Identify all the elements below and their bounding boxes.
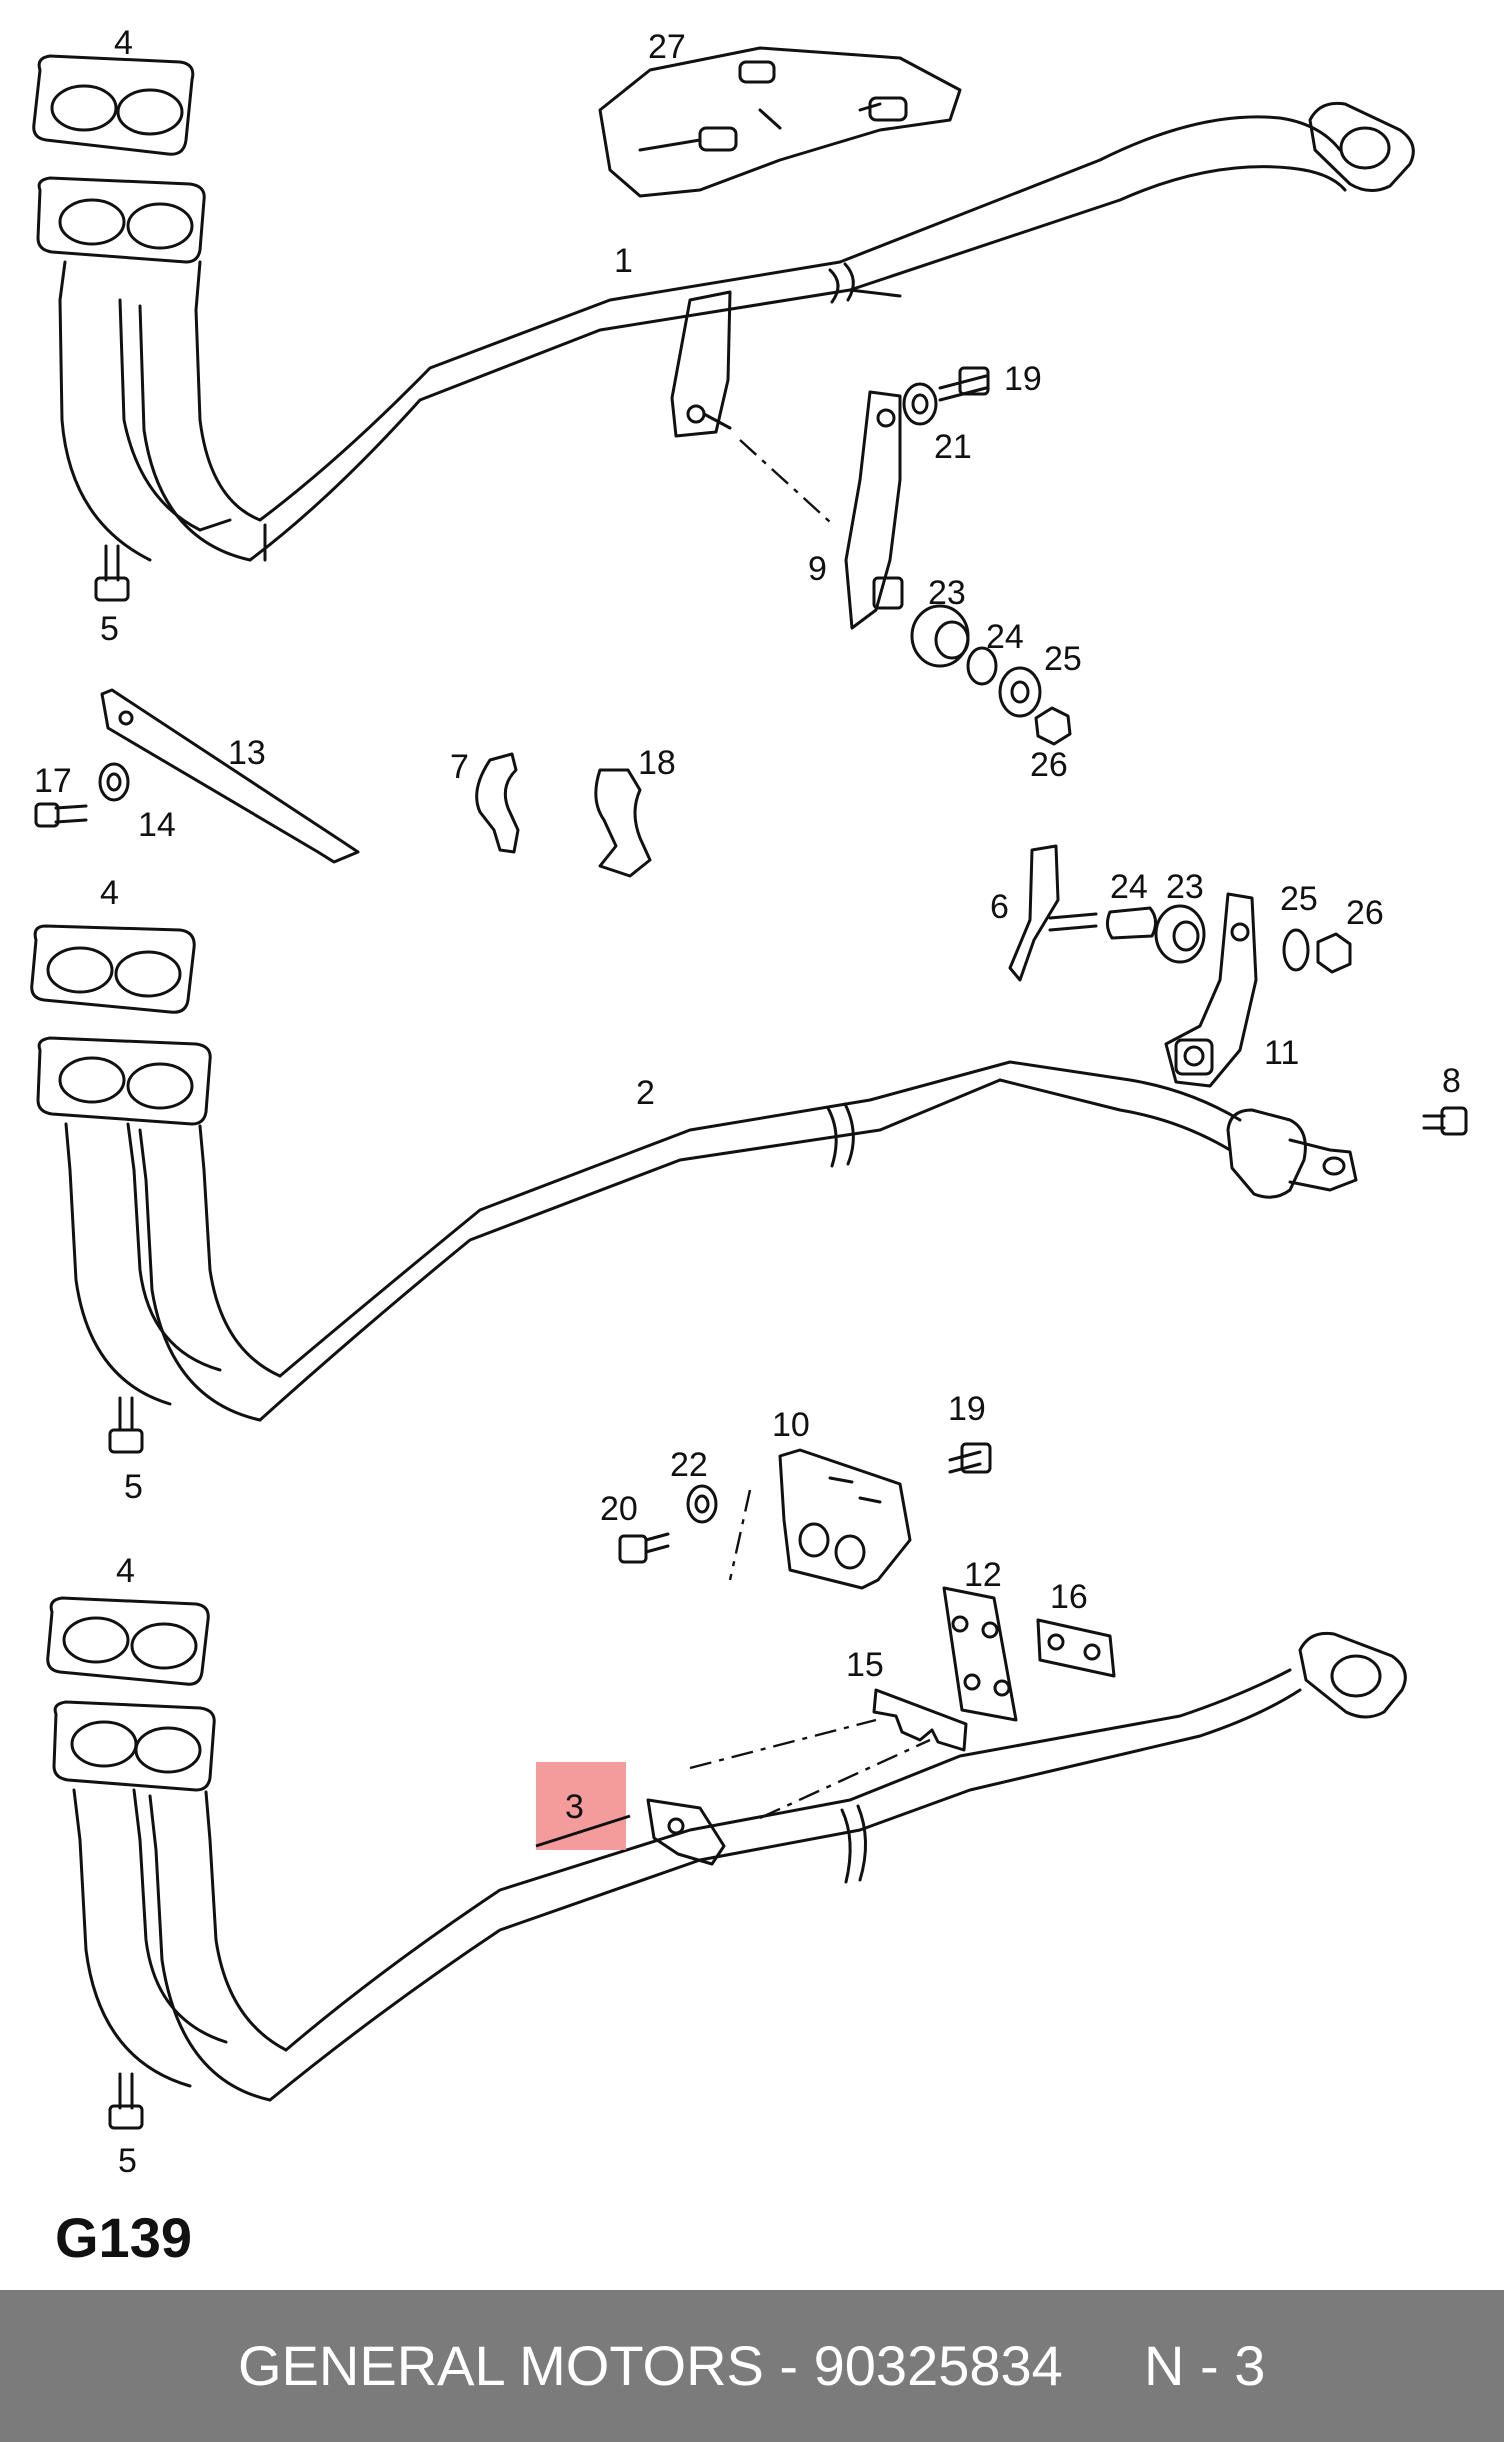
- gasket-mid[interactable]: [30, 924, 196, 1014]
- strap-13[interactable]: [100, 688, 360, 864]
- downpipe-1[interactable]: [36, 115, 1347, 562]
- callout-23: 23: [928, 574, 966, 612]
- bolt-5-mid[interactable]: [108, 1396, 144, 1454]
- plate-16[interactable]: [1036, 1618, 1116, 1678]
- callout-9: 9: [808, 550, 827, 588]
- washer-21[interactable]: [902, 382, 938, 426]
- callout-4: 4: [114, 24, 133, 62]
- callout-5: 5: [100, 610, 119, 648]
- footer-bar: GENERAL MOTORS - 90325834 N - 3: [0, 2290, 1504, 2442]
- flange-3[interactable]: [1298, 1631, 1407, 1719]
- callout-3[interactable]: 3: [565, 1788, 584, 1826]
- clamp-18[interactable]: [594, 768, 652, 878]
- figure-code: G139: [55, 2206, 192, 2269]
- downpipe-3[interactable]: [52, 1668, 1302, 2102]
- clamp-7[interactable]: [475, 752, 520, 854]
- callout-15: 15: [846, 1646, 884, 1684]
- callout-24: 24: [986, 618, 1024, 656]
- gasket-15[interactable]: [872, 1688, 968, 1752]
- callout-8: 8: [1442, 1062, 1461, 1100]
- callout-1: 1: [614, 242, 633, 280]
- bolt-19-mid[interactable]: [948, 1442, 992, 1474]
- callout-27: 27: [648, 28, 686, 66]
- callout-17: 17: [34, 762, 72, 800]
- footer-part-number: GENERAL MOTORS - 90325834: [238, 2334, 1063, 2397]
- bolt-8[interactable]: [1422, 1106, 1468, 1136]
- bracket-10[interactable]: [778, 1448, 912, 1590]
- heat-shield[interactable]: [598, 46, 962, 198]
- callout-14: 14: [138, 806, 176, 844]
- washer-22[interactable]: [686, 1484, 718, 1524]
- callout-26: 26: [1030, 746, 1068, 784]
- callout-21: 21: [934, 428, 972, 466]
- callout-23b: 23: [1166, 868, 1204, 906]
- callout-2: 2: [636, 1074, 655, 1112]
- bracket-6[interactable]: [1008, 844, 1098, 982]
- bolt-5-bottom[interactable]: [108, 2072, 144, 2130]
- callout-6: 6: [990, 888, 1009, 926]
- downpipe-2[interactable]: [36, 1036, 1242, 1422]
- footer-position: N - 3: [1144, 2334, 1266, 2397]
- callout-12: 12: [964, 1556, 1002, 1594]
- sleeve-24-top[interactable]: [966, 646, 998, 686]
- callout-7: 7: [450, 748, 469, 786]
- flange-1[interactable]: [1308, 101, 1415, 192]
- bolt-17[interactable]: [34, 802, 88, 828]
- washer-25-top[interactable]: [998, 666, 1042, 718]
- callout-13: 13: [228, 734, 266, 772]
- clamp-bracket-3[interactable]: [646, 1798, 726, 1866]
- callout-25: 25: [1044, 640, 1082, 678]
- nut-26-top[interactable]: [1034, 706, 1072, 746]
- gasket-bottom[interactable]: [46, 1596, 210, 1686]
- bush-23-mid[interactable]: [1154, 904, 1206, 964]
- bush-23-top[interactable]: [910, 604, 970, 668]
- bracket-1[interactable]: [670, 290, 732, 438]
- plate-12[interactable]: [942, 1586, 1018, 1722]
- callout-16: 16: [1050, 1578, 1088, 1616]
- callout-5b: 5: [124, 1468, 143, 1506]
- callout-18: 18: [638, 744, 676, 782]
- gasket-top[interactable]: [32, 54, 195, 156]
- callout-19b: 19: [948, 1390, 986, 1428]
- mount-bracket-9[interactable]: [844, 390, 904, 630]
- callout-25b: 25: [1280, 880, 1318, 918]
- callout-20: 20: [600, 1490, 638, 1528]
- nut-26-mid[interactable]: [1316, 932, 1352, 974]
- callout-24b: 24: [1110, 868, 1148, 906]
- bolt-19-top[interactable]: [938, 366, 990, 402]
- bolt-5-top[interactable]: [94, 544, 130, 602]
- bracket-11[interactable]: [1164, 892, 1258, 1088]
- exhaust-parts-diagram: 27 4 1 19 21 9 23 24 25 26 5 13 17 14 7 …: [30, 24, 1468, 2180]
- washer-25-mid[interactable]: [1282, 928, 1310, 972]
- highlight-box: [536, 1762, 626, 1850]
- callout-10: 10: [772, 1406, 810, 1444]
- callout-5c: 5: [118, 2142, 137, 2180]
- washer-14[interactable]: [98, 762, 130, 802]
- sleeve-24-mid[interactable]: [1105, 906, 1157, 940]
- callout-22: 22: [670, 1446, 708, 1484]
- callout-11: 11: [1264, 1034, 1299, 1072]
- callout-26b: 26: [1346, 894, 1384, 932]
- callout-4c: 4: [116, 1552, 135, 1590]
- callout-19: 19: [1004, 360, 1042, 398]
- callout-4b: 4: [100, 874, 119, 912]
- flange-2[interactable]: [1226, 1108, 1358, 1199]
- bolt-20[interactable]: [618, 1532, 670, 1564]
